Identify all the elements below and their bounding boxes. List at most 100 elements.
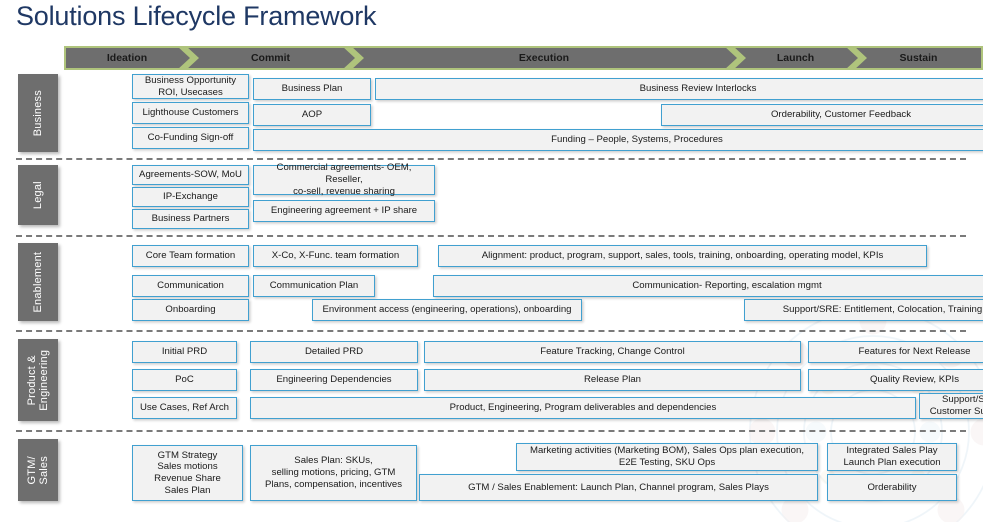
card-label: Commercial agreements- OEM, Reseller, co… [276,162,412,197]
swimlane-label-text: Legal [31,181,44,209]
card-xco-xfunc-team-formation[interactable]: X-Co, X-Func. team formation [253,245,418,267]
card-lighthouse-customers[interactable]: Lighthouse Customers [132,102,249,124]
card-aop[interactable]: AOP [253,104,371,126]
swimlane-label-text: GTM/ Sales [25,455,50,485]
card-poc[interactable]: PoC [132,369,237,391]
lane-separator-1 [16,235,966,237]
card-label: Core Team formation [145,250,236,262]
card-label: Product, Engineering, Program deliverabl… [449,402,717,414]
swimlane-label-text: Product & Engineering [25,349,51,411]
phase-header-execution[interactable]: Execution [353,46,735,70]
phase-label: Ideation [106,52,148,64]
card-alignment[interactable]: Alignment: product, program, support, sa… [438,245,927,267]
phase-header-sustain[interactable]: Sustain [856,46,983,70]
card-gtm-sales-enablement[interactable]: GTM / Sales Enablement: Launch Plan, Cha… [419,474,818,501]
card-agreements-sow-mou[interactable]: Agreements-SOW, MoU [132,165,249,185]
card-label: Support/SRE: Entitlement, Colocation, Tr… [782,304,983,316]
swimlane-label-legal[interactable]: Legal [18,165,58,225]
swimlane-label-enablement[interactable]: Enablement [18,243,58,321]
swimlane-label-business[interactable]: Business [18,74,58,152]
card-gtm-strategy[interactable]: GTM Strategy Sales motions Revenue Share… [132,445,243,501]
card-label: Orderability [867,481,917,493]
card-label: Engineering Dependencies [276,374,392,386]
card-initial-prd[interactable]: Initial PRD [132,341,237,363]
card-co-funding-signoff[interactable]: Co-Funding Sign-off [132,127,249,149]
card-product-eng-deliverables[interactable]: Product, Engineering, Program deliverabl… [250,397,916,419]
card-detailed-prd[interactable]: Detailed PRD [250,341,418,363]
card-environment-access[interactable]: Environment access (engineering, operati… [312,299,582,321]
card-label: Alignment: product, program, support, sa… [481,250,884,262]
card-engineering-dependencies[interactable]: Engineering Dependencies [250,369,418,391]
lane-separator-3 [16,430,966,432]
phase-header-commit[interactable]: Commit [188,46,353,70]
phase-label: Commit [250,52,291,64]
card-label: Sales Plan: SKUs, selling motions, prici… [264,455,403,490]
card-label: Initial PRD [161,346,208,358]
lane-separator-0 [16,158,966,160]
card-sales-plan-skus[interactable]: Sales Plan: SKUs, selling motions, prici… [250,445,417,501]
phase-chevron-divider [342,46,364,70]
card-label: PoC [175,374,194,386]
card-communication-reporting[interactable]: Communication- Reporting, escalation mgm… [433,275,983,297]
card-label: Support/SRE Customer Success [929,394,983,417]
card-business-partners[interactable]: Business Partners [132,209,249,229]
card-onboarding[interactable]: Onboarding [132,299,249,321]
card-features-next-release[interactable]: Features for Next Release [808,341,983,363]
card-integrated-sales-play[interactable]: Integrated Sales Play Launch Plan execut… [827,443,957,471]
card-business-review-interlocks[interactable]: Business Review Interlocks [375,78,983,100]
card-label: Onboarding [165,304,216,316]
card-label: Quality Review, KPIs [869,374,960,386]
card-label: Environment access (engineering, operati… [322,304,572,316]
card-label: GTM / Sales Enablement: Launch Plan, Cha… [468,481,769,493]
card-ip-exchange[interactable]: IP-Exchange [132,187,249,207]
swimlane-label-text: Business [31,89,44,137]
card-use-cases-ref-arch[interactable]: Use Cases, Ref Arch [132,397,237,419]
card-label: Detailed PRD [304,346,364,358]
phase-label: Execution [518,52,570,64]
card-label: Communication Plan [269,280,359,292]
card-label: Funding – People, Systems, Procedures [551,134,723,146]
swimlane-business: Business Business Opportunity ROI, Usecas… [0,70,983,156]
card-orderability[interactable]: Orderability [827,474,957,501]
card-label: Communication [157,280,224,292]
phase-chevron-divider [845,46,867,70]
card-label: Business Opportunity ROI, Usecases [144,74,237,98]
card-label: GTM Strategy Sales motions Revenue Share… [154,449,221,496]
card-label: Feature Tracking, Change Control [540,346,685,358]
card-label: Business Review Interlocks [639,83,757,95]
card-label: AOP [301,109,323,121]
card-orderability-customer-feedback[interactable]: Orderability, Customer Feedback [661,104,983,126]
card-support-sre-customer-success[interactable]: Support/SRE Customer Success [919,393,983,419]
swimlane-gtm-sales: GTM/ Sales GTM Strategy Sales motions Rev… [0,437,983,507]
card-label: X-Co, X-Func. team formation [271,250,400,262]
card-communication[interactable]: Communication [132,275,249,297]
lane-separator-2 [16,330,966,332]
card-business-opportunity[interactable]: Business Opportunity ROI, Usecases [132,74,249,99]
swimlane-label-gtm-sales[interactable]: GTM/ Sales [18,439,58,501]
card-release-plan[interactable]: Release Plan [424,369,801,391]
phase-header-ideation[interactable]: Ideation [64,46,188,70]
phase-label: Sustain [899,52,938,64]
phase-header-launch[interactable]: Launch [735,46,856,70]
phase-header-bar: Ideation Commit Execution Launch Sustain [64,46,983,70]
card-marketing-activities[interactable]: Marketing activities (Marketing BOM), Sa… [516,443,818,471]
card-feature-tracking[interactable]: Feature Tracking, Change Control [424,341,801,363]
phase-chevron-divider [177,46,199,70]
phase-label: Launch [776,52,815,64]
card-core-team-formation[interactable]: Core Team formation [132,245,249,267]
card-business-plan[interactable]: Business Plan [253,78,371,100]
card-quality-review-kpis[interactable]: Quality Review, KPIs [808,369,983,391]
card-engineering-agreement[interactable]: Engineering agreement + IP share [253,200,435,222]
phase-chevron-divider [724,46,746,70]
card-label: Agreements-SOW, MoU [139,169,242,181]
card-support-sre-entitlement[interactable]: Support/SRE: Entitlement, Colocation, Tr… [744,299,983,321]
card-label: Release Plan [583,374,642,386]
card-label: Features for Next Release [858,346,971,358]
card-funding-people-systems[interactable]: Funding – People, Systems, Procedures [253,129,983,151]
card-communication-plan[interactable]: Communication Plan [253,275,375,297]
card-label: Business Partners [151,213,230,225]
card-commercial-agreements[interactable]: Commercial agreements- OEM, Reseller, co… [253,162,435,197]
swimlane-label-product-engineering[interactable]: Product & Engineering [18,339,58,421]
